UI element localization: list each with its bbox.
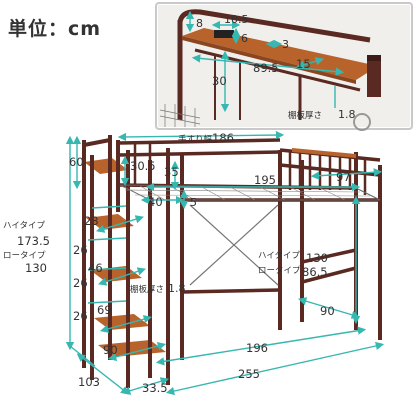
dim-5: 5 (190, 196, 197, 209)
dim-90-b: 90 (320, 304, 335, 318)
dim-26-b: 26 (73, 276, 88, 290)
inset-dim-lines (185, 10, 345, 113)
dim-97: 97 (336, 170, 351, 184)
dim-86-5: 86.5 (302, 265, 328, 279)
inset-dim-15: 15 (296, 57, 311, 71)
dim-255: 255 (238, 367, 260, 381)
dim-196: 196 (246, 341, 268, 355)
inset-dim-8: 8 (196, 17, 203, 30)
dim-90-a: 90 (103, 343, 118, 357)
unit-label: 単位：cm (8, 18, 102, 40)
inset-dim-30: 30 (212, 74, 227, 88)
inset-shelf-thickness-label: 棚板厚さ (288, 110, 322, 121)
inset-dim-3: 3 (282, 38, 289, 51)
dim-186: 186 (212, 131, 234, 145)
dim-30-5: 30.5 (130, 159, 156, 173)
dim-40: 40 (148, 195, 163, 209)
high-type-label: ハイタイプ (3, 221, 45, 231)
dim-35: 35 (164, 165, 179, 179)
dim-33-5: 33.5 (142, 381, 168, 395)
dim-130-right: 130 (306, 251, 328, 265)
dim-26-a: 26 (73, 243, 88, 257)
bed-dim-lines (65, 130, 385, 396)
tread-thickness-label: 棚板厚さ (130, 284, 164, 295)
low-type-label: ロータイプ (3, 251, 46, 261)
dim-195: 195 (254, 173, 276, 187)
dim-46: 46 (88, 261, 103, 275)
inset-dim-10-5: 10.5 (224, 13, 249, 26)
dim-130-left: 130 (25, 261, 47, 275)
inset-dim-labels: 8 10.5 6 3 30 89.5 15 棚板厚さ 1.8 (196, 13, 356, 121)
dim-173-5: 173.5 (17, 234, 50, 248)
dim-60: 60 (69, 155, 84, 169)
dim-23: 23 (84, 214, 99, 228)
inset-shelf-thickness-value: 1.8 (338, 108, 356, 121)
inset-dim-89-5: 89.5 (253, 61, 279, 75)
handrail-label: 手すり幅 (178, 134, 213, 145)
right-low-label: ロータイプ (258, 266, 301, 276)
dim-1-8-tread: 1.8 (168, 282, 186, 295)
inset-frame (155, 2, 413, 130)
inset-dim-6: 6 (241, 32, 248, 45)
dim-103: 103 (78, 375, 100, 389)
bed-dim-labels: 手すり幅 186 60 30.5 35 195 97 40 5 ハイタイプ 17… (3, 131, 351, 395)
dim-26-c: 26 (73, 309, 88, 323)
right-high-label: ハイタイプ (258, 251, 300, 261)
dim-69: 69 (97, 303, 112, 317)
